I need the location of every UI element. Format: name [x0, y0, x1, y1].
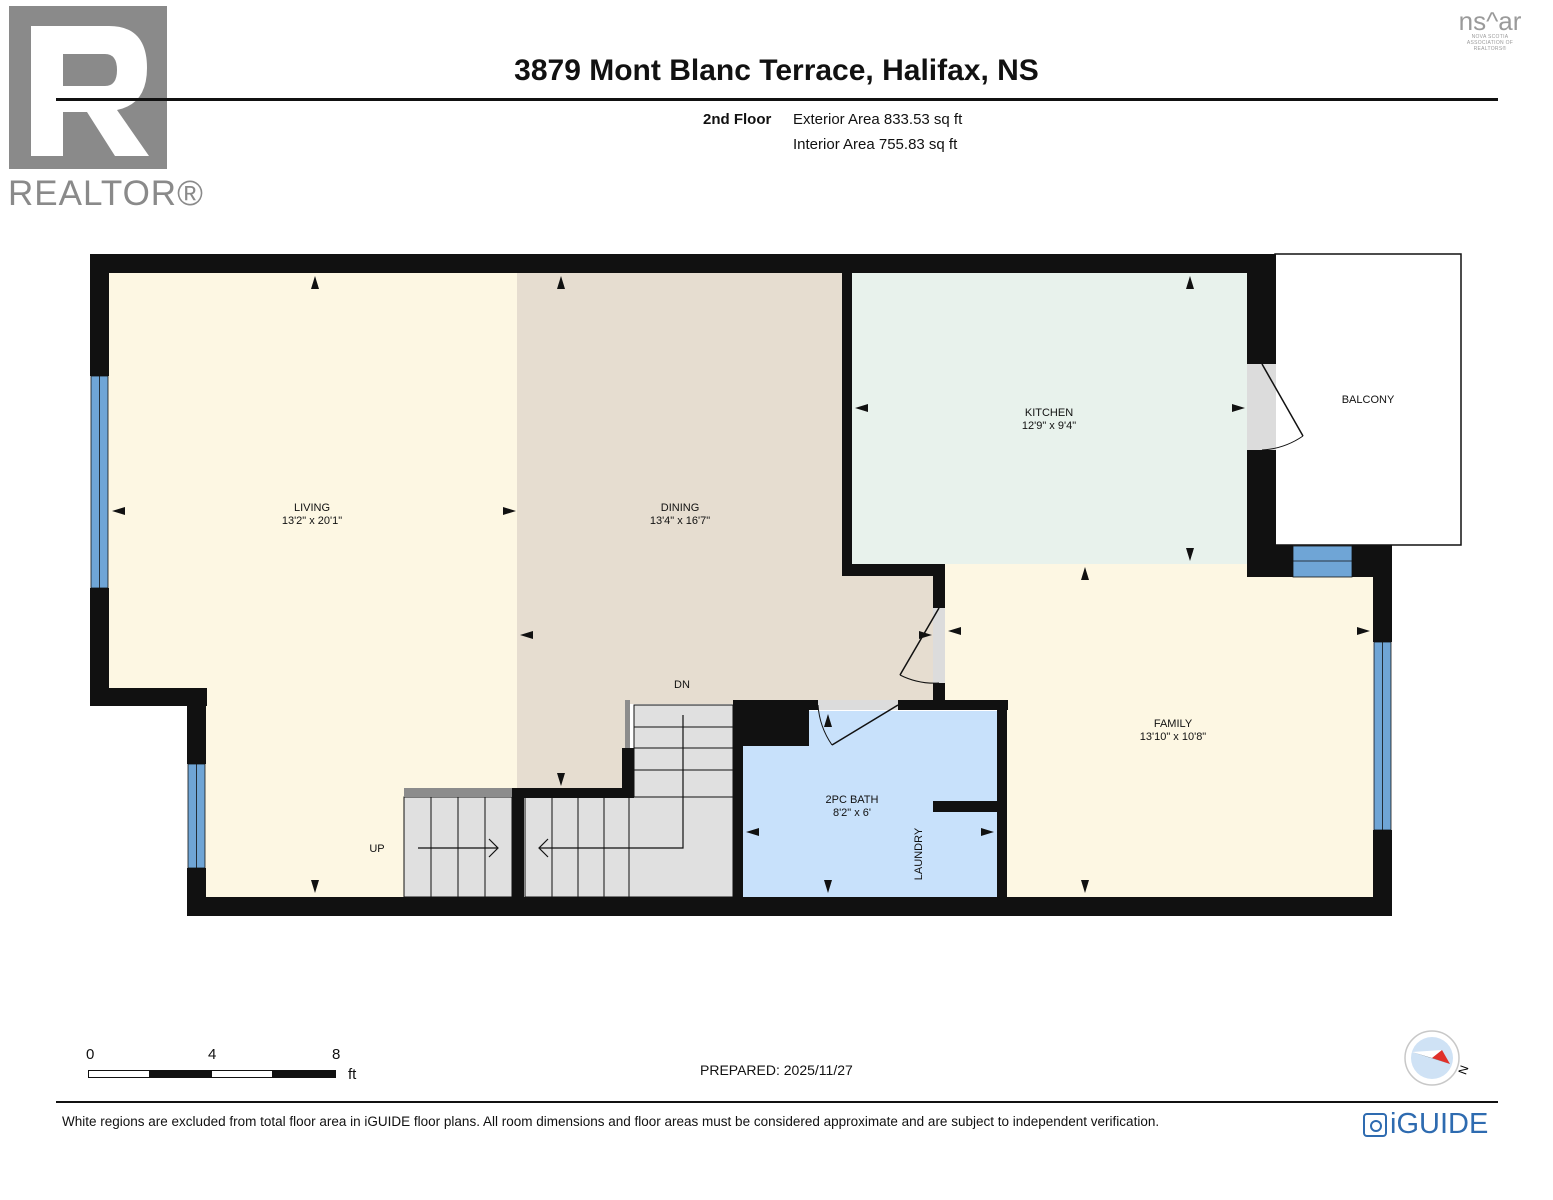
scale-bar: 0 4 8 ft — [82, 1046, 372, 1086]
living-room-dims: 13'2" x 20'1" — [282, 515, 342, 527]
scale-label-8: 8 — [332, 1046, 341, 1063]
dining-room-area — [517, 272, 938, 790]
prepared-date: PREPARED: 2025/11/27 — [700, 1062, 853, 1078]
kitchen-name: KITCHEN — [1025, 407, 1073, 419]
scale-segment-1 — [88, 1070, 150, 1078]
nsar-logo-subtext: NOVA SCOTIA ASSOCIATION OF REALTORS® — [1466, 34, 1514, 52]
iguide-icon — [1363, 1112, 1387, 1137]
stairs-up-label: UP — [369, 843, 384, 855]
interior-area: Interior Area 755.83 sq ft — [793, 136, 958, 153]
iguide-logo-text: iGUIDE — [1390, 1108, 1489, 1140]
realtor-logo-text: REALTOR® — [8, 174, 204, 213]
balcony-area — [1274, 253, 1462, 546]
scale-label-4: 4 — [208, 1046, 217, 1063]
bath-dims: 8'2" x 6' — [833, 807, 871, 819]
dimension-arrows — [112, 276, 1370, 893]
footer-divider — [56, 1101, 1498, 1103]
stairs-down — [524, 700, 734, 898]
kitchen-dims: 12'9" x 9'4" — [1022, 420, 1076, 432]
disclaimer-text: White regions are excluded from total fl… — [62, 1114, 1160, 1129]
doors — [817, 363, 1304, 746]
dining-room-name: DINING — [661, 502, 700, 514]
iguide-logo: iGUIDE — [1363, 1108, 1488, 1141]
nsar-logo: ns^ar NOVA SCOTIA ASSOCIATION OF REALTOR… — [1455, 8, 1525, 58]
windows — [90, 375, 1392, 869]
family-room-dims: 13'10" x 10'8" — [1140, 731, 1207, 743]
floor-plan: LIVING 13'2" x 20'1" DINING 13'4" x 16'7… — [90, 253, 1462, 916]
family-room-area — [945, 564, 1373, 897]
page-title: 3879 Mont Blanc Terrace, Halifax, NS — [514, 54, 1039, 87]
exterior-area: Exterior Area 833.53 sq ft — [793, 111, 963, 128]
scale-unit: ft — [348, 1066, 357, 1083]
laundry-label: LAUNDRY — [913, 827, 925, 880]
floor-label: 2nd Floor — [703, 111, 772, 128]
scale-segment-4 — [272, 1070, 336, 1078]
scale-label-0: 0 — [86, 1046, 95, 1063]
realtor-r-icon — [9, 6, 167, 169]
walls — [90, 254, 1392, 916]
bath-name: 2PC BATH — [826, 794, 879, 806]
compass-icon: N — [1400, 1026, 1480, 1086]
svg-text:N: N — [1455, 1063, 1471, 1076]
living-room-area — [108, 272, 517, 897]
kitchen-area — [851, 272, 1247, 564]
realtor-logo: REALTOR® — [6, 6, 203, 216]
title-divider — [56, 98, 1498, 101]
stairs-up — [403, 788, 513, 898]
nsar-logo-text: ns^ar — [1458, 6, 1522, 36]
dining-room-dims: 13'4" x 16'7" — [650, 515, 710, 527]
scale-segment-3 — [211, 1070, 273, 1078]
living-room-name: LIVING — [294, 502, 330, 514]
stairs-down-label: DN — [674, 679, 690, 691]
family-room-name: FAMILY — [1154, 718, 1193, 730]
scale-segment-2 — [149, 1070, 212, 1078]
balcony-name: BALCONY — [1342, 394, 1395, 406]
